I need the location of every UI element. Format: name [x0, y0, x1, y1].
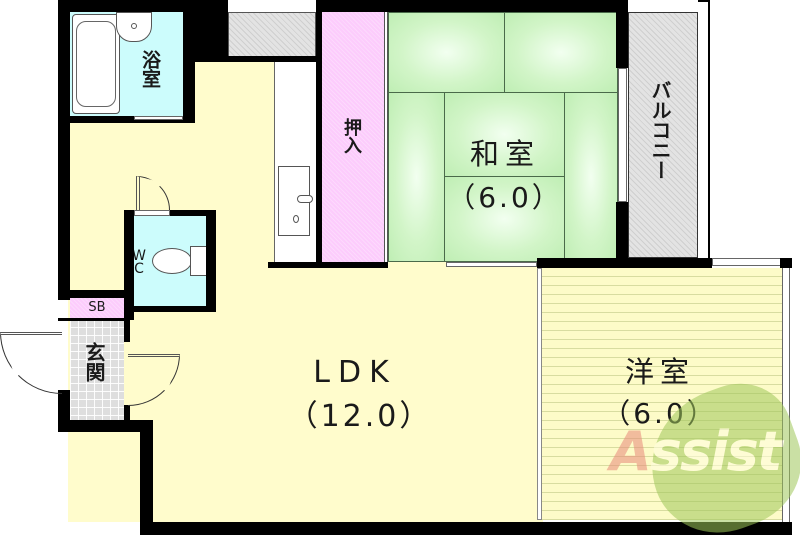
wall — [170, 210, 216, 216]
wall — [124, 210, 134, 320]
bathroom-door[interactable] — [134, 116, 183, 120]
balcony-label: バルコニー — [648, 80, 672, 180]
closet-floor — [320, 12, 384, 262]
wall — [124, 312, 130, 342]
entrance-label: 玄関 — [82, 342, 106, 382]
wall — [58, 420, 153, 432]
tatami-mat — [388, 92, 445, 262]
balcony-rail — [698, 0, 710, 260]
top-storage — [228, 12, 316, 58]
japanese-room — [388, 12, 618, 262]
wall — [616, 0, 628, 68]
wall — [58, 0, 70, 300]
wall — [537, 258, 712, 268]
japanese-room-size: （6.0） — [447, 181, 563, 214]
wall — [124, 405, 130, 425]
wc-label: WC — [132, 248, 146, 277]
western-window-east[interactable] — [782, 262, 790, 524]
western-window-north[interactable] — [712, 258, 782, 266]
closet-label: 押入 — [341, 118, 362, 154]
wall — [316, 0, 628, 12]
western-room-size: （6.0） — [602, 397, 718, 430]
wall — [183, 0, 195, 123]
bathroom-label: 浴室 — [139, 50, 161, 88]
kitchen-sink — [278, 166, 313, 236]
wall — [58, 290, 128, 298]
wc-door-frame[interactable] — [134, 210, 170, 216]
western-room-label: 洋室 — [624, 355, 695, 389]
wall — [316, 0, 322, 266]
ldk-size: （12.0） — [287, 399, 433, 434]
entrance-door[interactable] — [0, 332, 62, 394]
washbasin-icon — [116, 12, 152, 42]
wall — [268, 262, 388, 268]
tatami-mat — [444, 176, 565, 262]
shoebox — [70, 298, 124, 318]
ldk-label: LDK — [313, 355, 397, 390]
wall — [70, 116, 195, 123]
wall — [228, 56, 320, 62]
western-sliding-door[interactable] — [537, 268, 542, 520]
wall — [206, 210, 216, 310]
wall — [140, 522, 792, 535]
wall — [616, 202, 628, 268]
balcony-window[interactable] — [618, 68, 627, 202]
tatami-mat — [504, 12, 618, 93]
drain-icon — [293, 215, 299, 223]
faucet-icon — [297, 195, 313, 203]
bathtub-icon — [72, 14, 120, 114]
balcony — [628, 12, 698, 258]
wall — [140, 420, 153, 535]
japanese-room-sliding-door[interactable] — [446, 262, 537, 267]
closet-sliding-door — [384, 12, 388, 262]
tatami-mat — [444, 92, 565, 177]
tatami-mat — [388, 12, 505, 93]
toilet-icon — [152, 248, 192, 274]
tatami-mat — [564, 92, 618, 262]
shoebox-label: SB — [88, 300, 106, 315]
wall — [124, 306, 216, 312]
western-room — [540, 268, 782, 520]
wall — [58, 318, 128, 321]
entrance-floor — [70, 320, 124, 420]
japanese-room-label: 和室 — [469, 137, 540, 171]
wall — [780, 258, 792, 268]
